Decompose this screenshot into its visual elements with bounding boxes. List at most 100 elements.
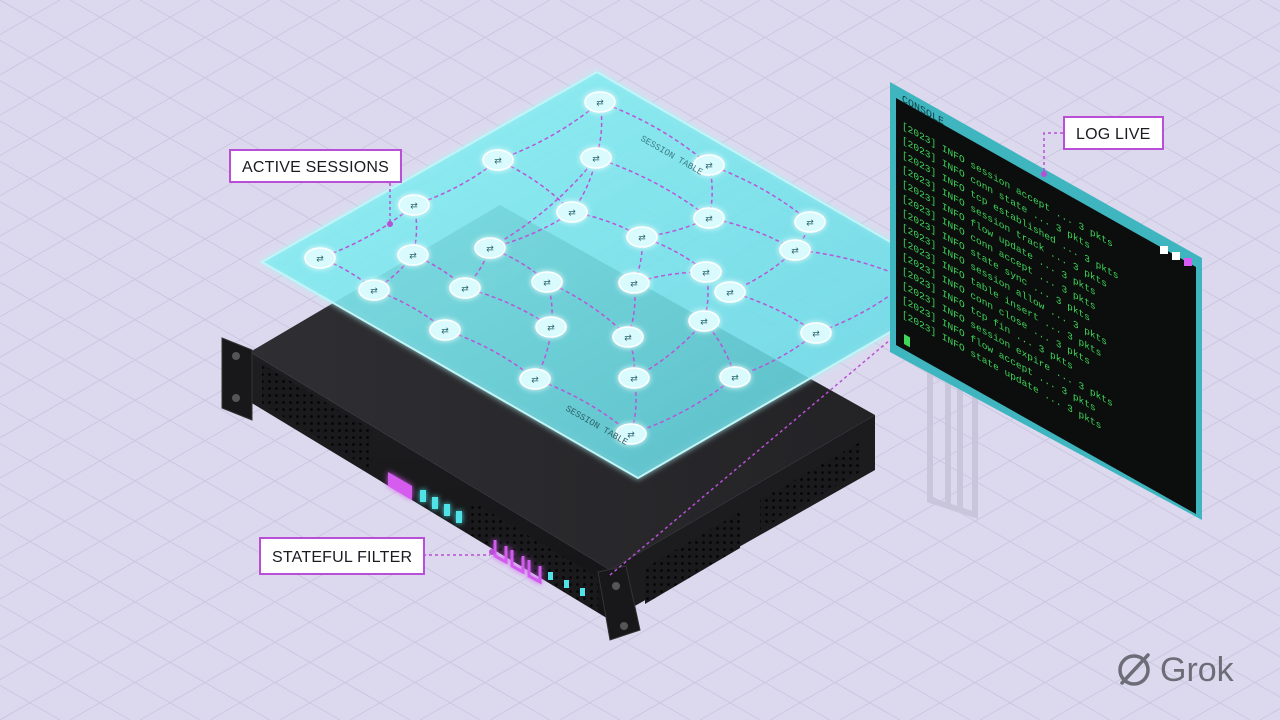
rack-ear-hole [232, 394, 240, 402]
grid-line [0, 0, 551, 318]
side-vent-1 [645, 512, 740, 604]
session-node-dot [474, 237, 506, 259]
grid-line [0, 0, 201, 116]
session-table-panel: ⇄⇄⇄⇄⇄⇄⇄⇄⇄⇄⇄⇄⇄⇄⇄⇄⇄⇄⇄⇄⇄⇄⇄⇄⇄⇄⇄⇄⇄ SESSION TA… [259, 70, 970, 480]
watermark-brand: Grok [1160, 650, 1234, 689]
session-node-glyph: ⇄ [731, 374, 739, 384]
window-control-icon [1160, 246, 1168, 254]
grid-line [1049, 0, 1280, 134]
log-live-label: LOG LIVE [1063, 116, 1164, 150]
session-node-dot [693, 207, 725, 229]
grid-line [979, 546, 1280, 720]
led [564, 580, 569, 588]
session-node: ⇄ [584, 91, 616, 113]
session-node-glyph: ⇄ [531, 376, 539, 386]
grid-line [839, 0, 1280, 255]
stateful-filter-label: STATEFUL FILTER [259, 537, 426, 575]
grid-line [769, 0, 1280, 295]
grid-line [0, 402, 551, 720]
session-node: ⇄ [693, 154, 725, 176]
session-nodes: ⇄⇄⇄⇄⇄⇄⇄⇄⇄⇄⇄⇄⇄⇄⇄⇄⇄⇄⇄⇄⇄⇄⇄⇄⇄⇄⇄⇄⇄ [304, 91, 926, 445]
session-node-dot [398, 194, 430, 216]
session-link [571, 157, 597, 213]
side-vent-2 [760, 442, 860, 530]
session-node-glyph: ⇄ [700, 318, 708, 328]
grid-line [0, 684, 61, 720]
rack-ear-right [597, 565, 641, 641]
grid-line [1259, 707, 1280, 720]
session-node-dot [794, 211, 826, 233]
session-node: ⇄ [474, 237, 506, 259]
led [580, 588, 585, 596]
active-sessions-label: ACTIVE SESSIONS [229, 149, 403, 183]
session-node-glyph: ⇄ [627, 431, 635, 441]
session-node-dot [482, 149, 514, 171]
session-node-glyph: ⇄ [486, 245, 494, 255]
led [548, 572, 553, 580]
session-node: ⇄ [618, 272, 650, 294]
led [432, 497, 438, 509]
led [420, 490, 426, 502]
session-node-dot [800, 322, 832, 344]
session-node: ⇄ [618, 367, 650, 389]
session-node-glyph: ⇄ [410, 202, 418, 212]
grid-line [909, 506, 1280, 720]
session-node: ⇄ [719, 366, 751, 388]
session-node: ⇄ [398, 194, 430, 216]
grid-line [1049, 586, 1280, 720]
session-node-glyph: ⇄ [409, 252, 417, 262]
session-node-glyph: ⇄ [630, 375, 638, 385]
session-node-dot [429, 319, 461, 341]
session-node: ⇄ [397, 244, 429, 266]
session-node-dot [714, 281, 746, 303]
grid-line [0, 0, 271, 157]
session-node-glyph: ⇄ [441, 327, 449, 337]
session-node: ⇄ [482, 149, 514, 171]
session-node-glyph: ⇄ [705, 215, 713, 225]
session-node-glyph: ⇄ [596, 99, 604, 109]
session-link [489, 157, 597, 249]
grid-line [1259, 0, 1280, 13]
window-controls [1160, 246, 1192, 266]
terminal-cursor [904, 334, 910, 348]
rack-ear-hole [232, 352, 240, 360]
rack-ear-hole [620, 622, 628, 630]
session-node: ⇄ [429, 319, 461, 341]
grid-line [699, 385, 1280, 720]
session-node: ⇄ [714, 281, 746, 303]
session-node: ⇄ [688, 310, 720, 332]
console-window: CONSOLE [2023] INFO session accept ... 3… [890, 82, 1202, 520]
grid-line [839, 465, 1280, 720]
session-node-dot [358, 279, 390, 301]
grid-line [0, 483, 411, 720]
session-node: ⇄ [615, 423, 647, 445]
grok-watermark: Grok [1114, 650, 1234, 690]
session-node-dot [449, 277, 481, 299]
status-display [388, 472, 412, 500]
session-node-dot [580, 147, 612, 169]
rack-ear-left [221, 337, 253, 421]
session-node-glyph: ⇄ [568, 209, 576, 219]
session-node-dot [304, 247, 336, 269]
session-node-glyph: ⇄ [705, 162, 713, 172]
session-node-glyph: ⇄ [791, 247, 799, 257]
grid-line [769, 425, 1280, 720]
grid-line [979, 0, 1280, 174]
grid-line [0, 442, 481, 720]
session-node-dot [618, 367, 650, 389]
led-row [420, 490, 462, 523]
rack-ear-hole [612, 582, 620, 590]
session-node-dot [719, 366, 751, 388]
close-icon [1184, 258, 1192, 266]
session-node-dot [779, 239, 811, 261]
grid-line [0, 604, 201, 720]
session-node-dot [519, 368, 551, 390]
session-node-glyph: ⇄ [494, 157, 502, 167]
session-node-dot [556, 201, 588, 223]
session-node-glyph: ⇄ [726, 289, 734, 299]
session-node: ⇄ [531, 271, 563, 293]
session-node-glyph: ⇄ [543, 279, 551, 289]
grid-line [629, 345, 1280, 720]
console-screen [896, 98, 1196, 514]
